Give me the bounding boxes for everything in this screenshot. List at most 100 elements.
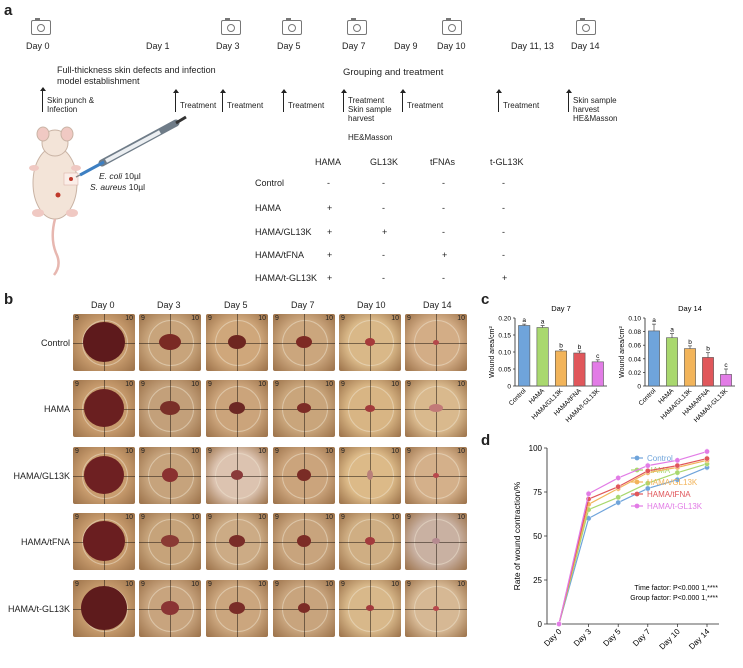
ruler-mark: 10	[325, 514, 333, 521]
ruler-mark: 9	[141, 448, 145, 455]
data-point	[615, 475, 621, 481]
y-axis-label: Rate of wound contraction/%	[512, 481, 522, 590]
timeline-day-6: Day 10	[437, 41, 466, 51]
timeline-day-2: Day 3	[216, 41, 240, 51]
ruler-mark: 9	[275, 581, 279, 588]
data-point	[644, 468, 651, 474]
x-tick-label: Day 5	[601, 627, 623, 649]
ruler-mark: 9	[407, 315, 411, 322]
ruler-mark: 10	[125, 581, 133, 588]
legend-marker	[634, 455, 640, 461]
data-point	[585, 490, 592, 497]
arrow-day11	[495, 89, 502, 112]
arrow-day10	[399, 89, 406, 112]
photo-column-header: Day 14	[423, 300, 452, 310]
ruler-mark: 9	[341, 315, 345, 322]
significance-letter: a	[522, 317, 526, 324]
y-tick-label: 0.10	[498, 350, 511, 357]
ruler-mark: 10	[325, 381, 333, 388]
annotation-time: Time factor: P<0.000 1,****	[634, 585, 718, 592]
pipette-icon	[75, 115, 187, 178]
arrow-day0	[39, 87, 46, 112]
table-cell: -	[382, 250, 385, 260]
data-point	[704, 448, 710, 455]
phase-grouping: Grouping and treatment	[343, 67, 444, 78]
step-day11: Treatment	[503, 101, 540, 110]
bar	[702, 357, 714, 387]
table-cell: +	[382, 227, 388, 237]
ruler-mark: 10	[258, 448, 266, 455]
y-tick-label: 25	[533, 576, 542, 585]
y-axis-label: Wound area/cm²	[489, 326, 496, 378]
ruler-mark: 9	[208, 381, 212, 388]
mouse-illustration	[29, 115, 187, 276]
table-row-name: HAMA/GL13K	[255, 227, 312, 237]
ruler-mark: 10	[191, 315, 199, 322]
photo-row-label: HAMA/tFNA	[20, 537, 70, 547]
table-cell: -	[502, 178, 505, 188]
arrow-day5	[280, 89, 287, 112]
ruler-mark: 9	[141, 315, 145, 322]
panel-d-label: d	[481, 432, 491, 449]
significance-letter: a	[652, 317, 656, 324]
ruler-mark: 9	[75, 381, 79, 388]
ruler-mark: 10	[125, 448, 133, 455]
x-tick-label: Day 3	[572, 627, 594, 649]
legend-label: HAMA/t-GL13K	[647, 502, 703, 511]
ruler-mark: 10	[191, 581, 199, 588]
table-cell: +	[442, 250, 448, 260]
camera-icon	[442, 18, 462, 35]
table-cell: -	[502, 227, 505, 237]
data-point	[674, 457, 681, 464]
table-header: GL13K	[370, 157, 399, 167]
ruler-mark: 10	[125, 315, 133, 322]
y-tick-label: 0.05	[498, 367, 511, 374]
timeline-day-7: Day 11, 13	[511, 41, 554, 51]
table-row-name: HAMA/tFNA	[255, 250, 305, 260]
table-header: t-GL13K	[490, 157, 524, 167]
y-axis-label: Wound area/cm²	[619, 326, 626, 378]
series-line	[558, 457, 708, 625]
step-day7: Treatment Skin sample harvest	[348, 96, 392, 123]
legend-label: HAMA/tFNA	[647, 490, 691, 499]
ruler-mark: 9	[208, 581, 212, 588]
ruler-mark: 9	[208, 448, 212, 455]
step-day1: Treatment	[180, 101, 217, 110]
ruler-mark: 10	[258, 514, 266, 521]
ruler-mark: 10	[457, 381, 465, 388]
significance-letter: b	[578, 344, 582, 351]
photo-row-label: HAMA	[43, 404, 70, 414]
table-row-name: Control	[255, 178, 285, 188]
step-day10: Treatment	[407, 101, 444, 110]
significance-letter: c	[596, 353, 600, 360]
table-cell: -	[442, 178, 445, 188]
mouse-icon	[29, 126, 81, 276]
camera-icon	[31, 18, 51, 35]
annotation-group: Group factor: P<0.000 1,****	[630, 595, 718, 602]
legend-marker	[634, 491, 640, 497]
table-cell: -	[442, 227, 445, 237]
y-tick-label: 75	[533, 488, 542, 497]
y-tick-label: 100	[529, 444, 543, 453]
wound-photo: 9 10	[206, 447, 268, 504]
significance-letter: b	[706, 346, 710, 353]
arrow-day3	[219, 89, 226, 112]
data-point	[674, 462, 681, 469]
data-point	[615, 483, 621, 490]
ruler-mark: 10	[125, 381, 133, 388]
ruler-mark: 9	[275, 315, 279, 322]
table-header: tFNAs	[430, 157, 456, 167]
